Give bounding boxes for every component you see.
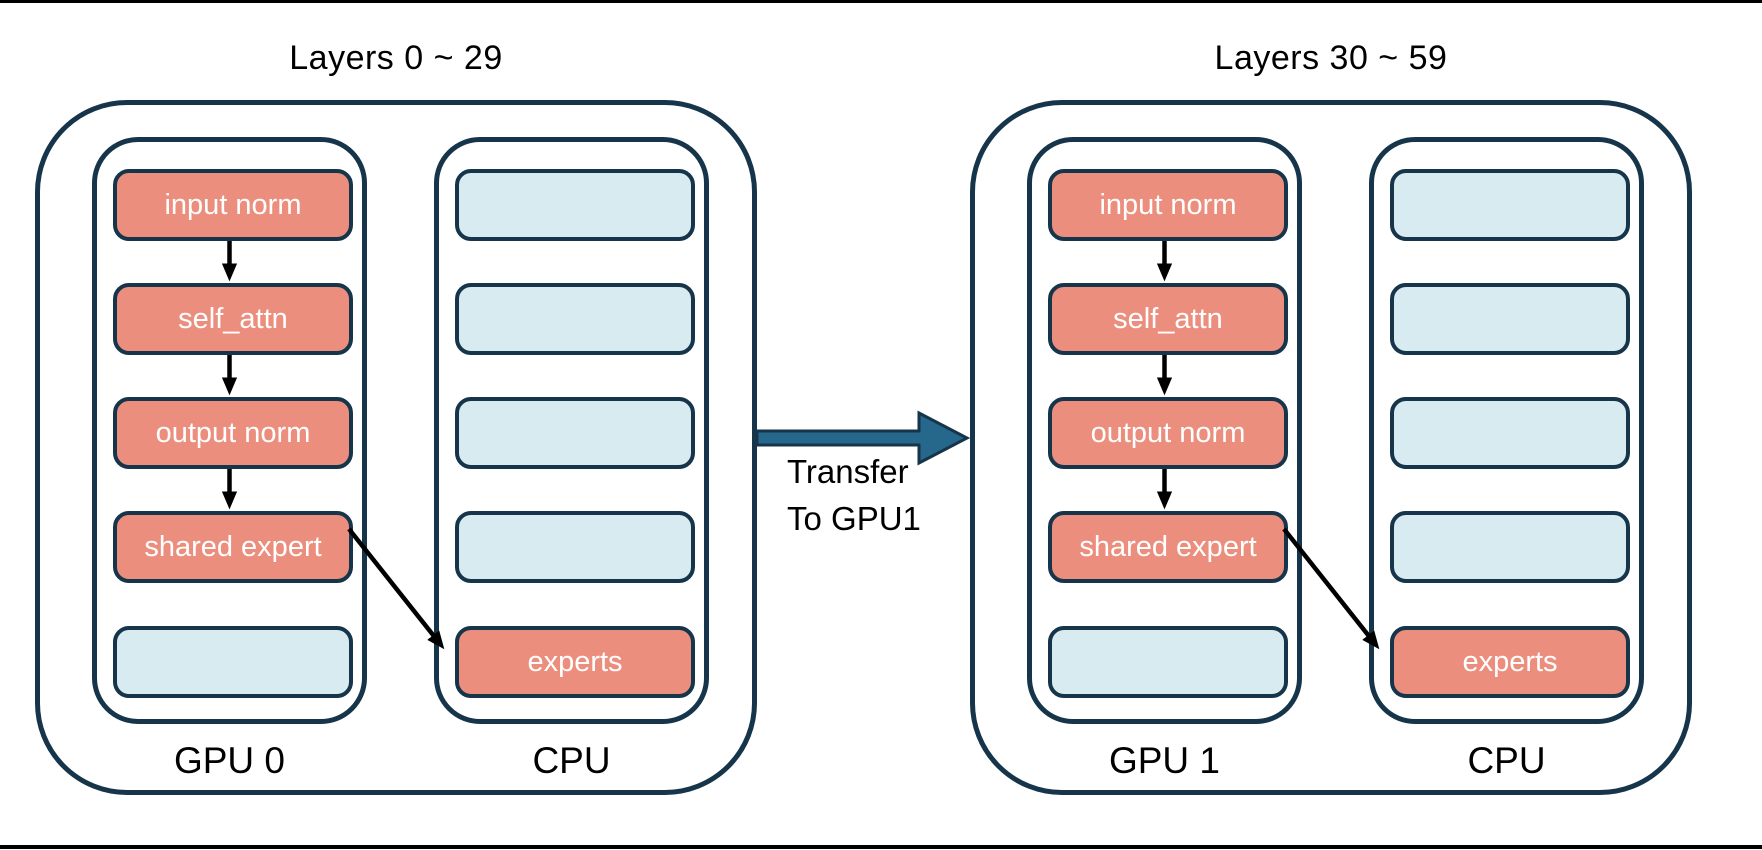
box-label: self_attn: [178, 302, 288, 335]
layers-group-30-59: Layers 30 ~ 59 input norm self_attn outp…: [970, 30, 1692, 795]
box-label: shared expert: [144, 530, 322, 563]
input-norm-box: input norm: [1048, 169, 1288, 241]
top-edge-line: [0, 0, 1762, 3]
output-norm-box: output norm: [113, 397, 353, 469]
gpu-label: GPU 1: [1108, 740, 1221, 781]
shared-expert-box: shared expert: [1048, 511, 1288, 583]
transfer-label: Transfer To GPU1: [787, 448, 921, 542]
gpu-column: input norm self_attn output norm shared …: [1027, 137, 1302, 724]
box-label: input norm: [1099, 188, 1237, 221]
box-label: shared expert: [1079, 530, 1257, 563]
cpu-column: experts: [1369, 137, 1644, 724]
experts-box: experts: [455, 626, 695, 698]
cpu-label: CPU: [532, 740, 611, 781]
experts-box: experts: [1390, 626, 1630, 698]
box-label: experts: [527, 645, 623, 678]
transfer-arrow: [757, 410, 971, 466]
shared-expert-box: shared expert: [113, 511, 353, 583]
bottom-edge-line: [0, 845, 1762, 849]
box-label: output norm: [1090, 416, 1246, 449]
empty-slot-box: [1390, 397, 1630, 469]
empty-slot-box: [113, 626, 353, 698]
group-title: Layers 30 ~ 59: [1214, 39, 1448, 77]
cpu-label: CPU: [1467, 740, 1546, 781]
empty-slot-box: [455, 511, 695, 583]
self-attn-box: self_attn: [113, 283, 353, 355]
gpu-label: GPU 0: [173, 740, 286, 781]
empty-slot-box: [1390, 169, 1630, 241]
empty-slot-box: [455, 169, 695, 241]
empty-slot-box: [455, 397, 695, 469]
group-title: Layers 0 ~ 29: [289, 39, 503, 77]
empty-slot-box: [455, 283, 695, 355]
output-norm-box: output norm: [1048, 397, 1288, 469]
transfer-label-line2: To GPU1: [787, 500, 921, 537]
box-label: self_attn: [1113, 302, 1223, 335]
layers-group-0-29: Layers 0 ~ 29 input norm self_attn outpu…: [35, 30, 757, 795]
cpu-column: experts: [434, 137, 709, 724]
empty-slot-box: [1048, 626, 1288, 698]
input-norm-box: input norm: [113, 169, 353, 241]
box-label: input norm: [164, 188, 302, 221]
box-label: output norm: [155, 416, 311, 449]
gpu-column: input norm self_attn output norm shared …: [92, 137, 367, 724]
transfer-label-line1: Transfer: [787, 453, 909, 490]
device-pair-container: input norm self_attn output norm shared …: [35, 100, 757, 795]
box-label: experts: [1462, 645, 1558, 678]
self-attn-box: self_attn: [1048, 283, 1288, 355]
device-pair-container: input norm self_attn output norm shared …: [970, 100, 1692, 795]
empty-slot-box: [1390, 283, 1630, 355]
empty-slot-box: [1390, 511, 1630, 583]
